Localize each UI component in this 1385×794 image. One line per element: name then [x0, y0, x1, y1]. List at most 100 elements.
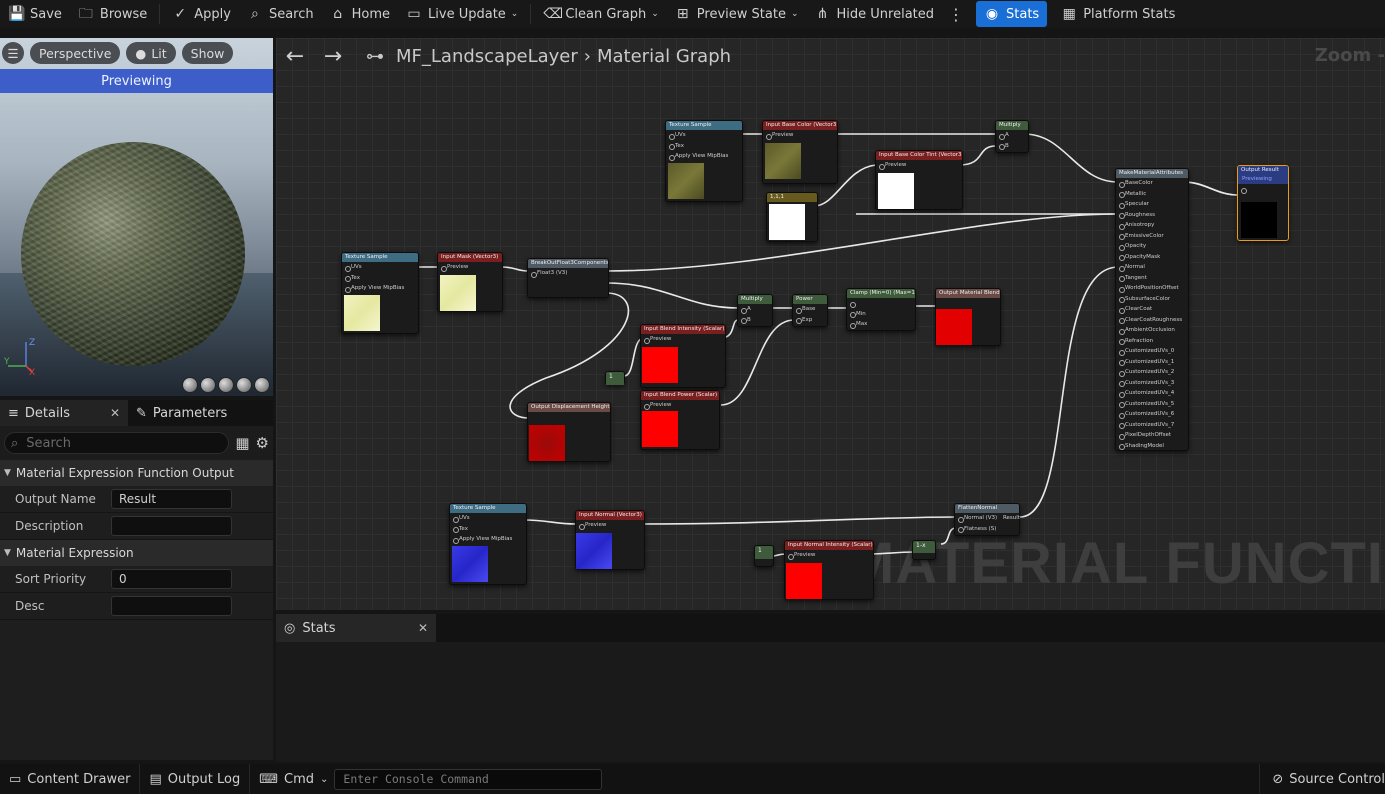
output-log-button[interactable]: ▤Output Log: [140, 764, 250, 794]
attribute-pin[interactable]: PixelDepthOffset: [1116, 430, 1188, 441]
details-search-row: ⌕Search ▦ ⚙: [0, 426, 273, 460]
node-texture-sample-2[interactable]: Texture Sample UVs Tex Apply View MipBia…: [341, 252, 419, 334]
cylinder-mesh-icon[interactable]: [182, 377, 198, 393]
node-make-material-attributes[interactable]: MakeMaterialAttributes BaseColorMetallic…: [1115, 168, 1189, 451]
node-constant-1b[interactable]: 1: [754, 545, 774, 567]
live-update-dropdown[interactable]: ▭Live Update⌄: [398, 0, 526, 28]
texture-preview: [668, 163, 704, 199]
node-clamp[interactable]: Clamp (Min=0) (Max=1) Min Max: [846, 288, 916, 331]
attribute-pin[interactable]: Specular: [1116, 199, 1188, 210]
apply-button[interactable]: ✓Apply: [164, 0, 239, 28]
attribute-pin[interactable]: BaseColor: [1116, 178, 1188, 189]
show-button[interactable]: Show: [182, 42, 234, 64]
home-button[interactable]: ⌂Home: [322, 0, 398, 28]
node-power[interactable]: Power Base Exp: [792, 294, 828, 327]
section-function-output[interactable]: ▼Material Expression Function Output: [0, 460, 273, 486]
tab-parameters[interactable]: ✎Parameters: [128, 400, 235, 426]
node-input-normal-intensity[interactable]: Input Normal Intensity (Scalar) Preview: [784, 540, 874, 600]
hide-unrelated-button[interactable]: ⋔Hide Unrelated: [807, 0, 943, 28]
hamburger-menu-icon[interactable]: ☰: [2, 42, 24, 64]
sort-priority-field[interactable]: 0: [111, 569, 232, 589]
red-preview: [642, 411, 678, 447]
attribute-pin[interactable]: EmissiveColor: [1116, 231, 1188, 242]
close-icon[interactable]: ✕: [110, 406, 120, 420]
node-input-mask[interactable]: Input Mask (Vector3) Preview: [437, 252, 503, 312]
save-button[interactable]: 💾Save: [0, 0, 70, 28]
node-input-base-color-tint[interactable]: Input Base Color Tint (Vector3) Preview: [875, 150, 963, 210]
node-input-normal[interactable]: Input Normal (Vector3) Preview: [575, 510, 645, 570]
attribute-pin[interactable]: CustomizedUVs_2: [1116, 367, 1188, 378]
node-texture-sample-1[interactable]: Texture Sample UVs Tex Apply View MipBia…: [665, 120, 743, 202]
attribute-pin[interactable]: Tangent: [1116, 273, 1188, 284]
gear-icon[interactable]: ⚙: [256, 434, 269, 452]
section-material-expression[interactable]: ▼Material Expression: [0, 540, 273, 566]
attribute-pin[interactable]: CustomizedUVs_4: [1116, 388, 1188, 399]
node-output-result[interactable]: Output Result Previewing: [1237, 165, 1289, 241]
clean-graph-dropdown[interactable]: ⌫Clean Graph⌄: [535, 0, 666, 28]
content-drawer-button[interactable]: ▭Content Drawer: [0, 764, 140, 794]
tab-stats[interactable]: ◎Stats✕: [276, 614, 436, 642]
output-name-field[interactable]: Result: [111, 489, 232, 509]
attribute-pin[interactable]: Opacity: [1116, 241, 1188, 252]
attribute-pin[interactable]: ClearCoat: [1116, 304, 1188, 315]
node-output-displacement-height[interactable]: Output Displacement Height: [527, 402, 611, 462]
sphere-mesh-icon[interactable]: [200, 377, 216, 393]
node-input-blend-intensity[interactable]: Input Blend Intensity (Scalar) Preview: [640, 324, 726, 388]
attribute-pin[interactable]: AmbientOcclusion: [1116, 325, 1188, 336]
tab-details[interactable]: ≡Details✕: [0, 400, 128, 426]
node-flatten-normal[interactable]: FlattenNormal Normal (V3) Result Flatnes…: [954, 503, 1020, 536]
prop-output-name: Output NameResult: [0, 486, 273, 513]
attribute-pin[interactable]: Roughness: [1116, 210, 1188, 221]
table-view-icon[interactable]: ▦: [235, 434, 249, 452]
attribute-pin[interactable]: Normal: [1116, 262, 1188, 273]
node-constant-1a[interactable]: 1: [605, 371, 625, 385]
attribute-pin[interactable]: CustomizedUVs_1: [1116, 357, 1188, 368]
lit-button[interactable]: ●Lit: [126, 42, 175, 64]
normal-map-preview: [576, 533, 612, 569]
attribute-pin[interactable]: WorldPositionOffset: [1116, 283, 1188, 294]
hierarchy-icon: ⋔: [815, 6, 831, 22]
close-icon[interactable]: ✕: [418, 621, 428, 635]
details-search-input[interactable]: ⌕Search: [4, 432, 229, 454]
perspective-button[interactable]: Perspective: [30, 42, 120, 64]
platform-stats-button[interactable]: ▦Platform Stats: [1053, 0, 1183, 28]
material-graph-canvas[interactable]: ← → ⊶ MF_LandscapeLayer › Material Graph…: [276, 38, 1385, 610]
attribute-pin[interactable]: SubsurfaceColor: [1116, 294, 1188, 305]
node-multiply-1[interactable]: Multiply A B: [995, 120, 1029, 153]
cube-mesh-icon[interactable]: [236, 377, 252, 393]
more-options-icon[interactable]: ⋮: [942, 5, 970, 24]
browse-button[interactable]: 🗀Browse: [70, 0, 155, 28]
stats-button[interactable]: ◉Stats: [976, 1, 1047, 27]
teapot-mesh-icon[interactable]: [254, 377, 270, 393]
console-command-input[interactable]: Enter Console Command: [334, 769, 602, 790]
node-multiply-2[interactable]: Multiply A B: [737, 294, 773, 327]
attribute-pin[interactable]: CustomizedUVs_7: [1116, 420, 1188, 431]
description-field[interactable]: [111, 516, 232, 536]
attribute-pin[interactable]: Refraction: [1116, 336, 1188, 347]
desc-field[interactable]: [111, 596, 232, 616]
attribute-pin[interactable]: CustomizedUVs_0: [1116, 346, 1188, 357]
node-break-out-float3[interactable]: BreakOutFloat3Components Float3 (V3): [527, 258, 609, 298]
attribute-pin[interactable]: ShadingModel: [1116, 441, 1188, 452]
node-input-blend-power[interactable]: Input Blend Power (Scalar) Preview: [640, 390, 720, 450]
preview-state-dropdown[interactable]: ⊞Preview State⌄: [667, 0, 807, 28]
source-control-button[interactable]: ⊘Source Control: [1259, 764, 1385, 794]
cmd-dropdown[interactable]: ⌨Cmd⌄ Enter Console Command: [250, 764, 611, 794]
attribute-pin[interactable]: CustomizedUVs_3: [1116, 378, 1188, 389]
attribute-pin[interactable]: CustomizedUVs_5: [1116, 399, 1188, 410]
attribute-pin[interactable]: Anisotropy: [1116, 220, 1188, 231]
details-panel: ≡Details✕ ✎Parameters ⌕Search ▦ ⚙ ▼Mater…: [0, 400, 273, 760]
preview-sphere: [21, 142, 245, 366]
node-output-material-blend[interactable]: Output Material Blend: [935, 288, 1001, 346]
node-constant-111[interactable]: 1,1,1: [766, 192, 818, 242]
attribute-pin[interactable]: OpacityMask: [1116, 252, 1188, 263]
plane-mesh-icon[interactable]: [218, 377, 234, 393]
attribute-pin[interactable]: ClearCoatRoughness: [1116, 315, 1188, 326]
attribute-pin[interactable]: CustomizedUVs_6: [1116, 409, 1188, 420]
preview-viewport[interactable]: ☰ Perspective ●Lit Show Previewing Z Y X: [0, 38, 273, 396]
node-texture-sample-3[interactable]: Texture Sample UVs Tex Apply View MipBia…: [449, 503, 527, 585]
search-button[interactable]: ⌕Search: [239, 0, 322, 28]
attribute-pin[interactable]: Metallic: [1116, 189, 1188, 200]
node-one-minus[interactable]: 1-x: [912, 540, 936, 560]
node-input-base-color[interactable]: Input Base Color (Vector3) Preview: [762, 120, 838, 184]
